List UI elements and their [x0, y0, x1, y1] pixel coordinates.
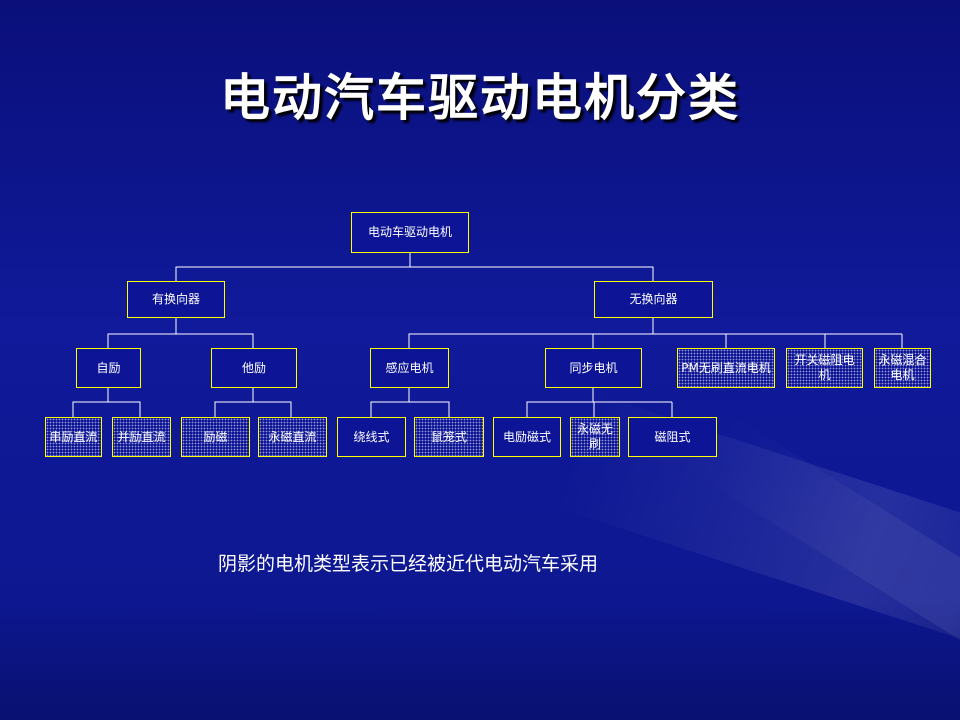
connector — [408, 318, 654, 348]
node-shunt-dc: 并励直流 — [112, 417, 171, 457]
legend-caption: 阴影的电机类型表示已经被近代电动汽车采用 — [218, 553, 599, 575]
node-reluctance: 磁阻式 — [628, 417, 717, 457]
node-pm-dc: 永磁直流 — [258, 417, 327, 457]
node-squirrel-cage: 鼠笼式 — [414, 417, 484, 457]
node-electro-excited: 电励磁式 — [493, 417, 561, 457]
node-series-dc: 串励直流 — [45, 417, 102, 457]
connector — [176, 333, 254, 348]
page-title: 电动汽车驱动电机分类 — [220, 69, 740, 127]
node-switched-reluctance-motor: 开关磁阻电机 — [786, 348, 863, 388]
node-ev-drive-motor: 电动车驱动电机 — [351, 212, 469, 253]
connector — [175, 253, 411, 281]
node-field-excited: 励磁 — [181, 417, 250, 457]
node-pm-brushless: 永磁无刷 — [570, 417, 620, 457]
connector — [410, 266, 654, 281]
connector — [108, 401, 141, 417]
node-wound-rotor: 绕线式 — [337, 417, 406, 457]
node-induction-motor: 感应电机 — [370, 348, 449, 388]
connector — [409, 401, 450, 417]
node-self-excited: 自励 — [76, 348, 141, 388]
connector — [107, 318, 177, 348]
node-separately-excited: 他励 — [211, 348, 297, 388]
connector — [370, 388, 410, 417]
connector — [214, 388, 254, 417]
connector — [72, 388, 109, 417]
connector — [253, 401, 292, 417]
node-with-commutator: 有换向器 — [127, 281, 225, 318]
node-without-commutator: 无换向器 — [594, 281, 713, 318]
node-pm-hybrid-motor: 永磁混合电机 — [874, 348, 931, 388]
node-synchronous-motor: 同步电机 — [545, 348, 642, 388]
node-pm-bldc-motor: PM无刷直流电机 — [677, 348, 775, 388]
